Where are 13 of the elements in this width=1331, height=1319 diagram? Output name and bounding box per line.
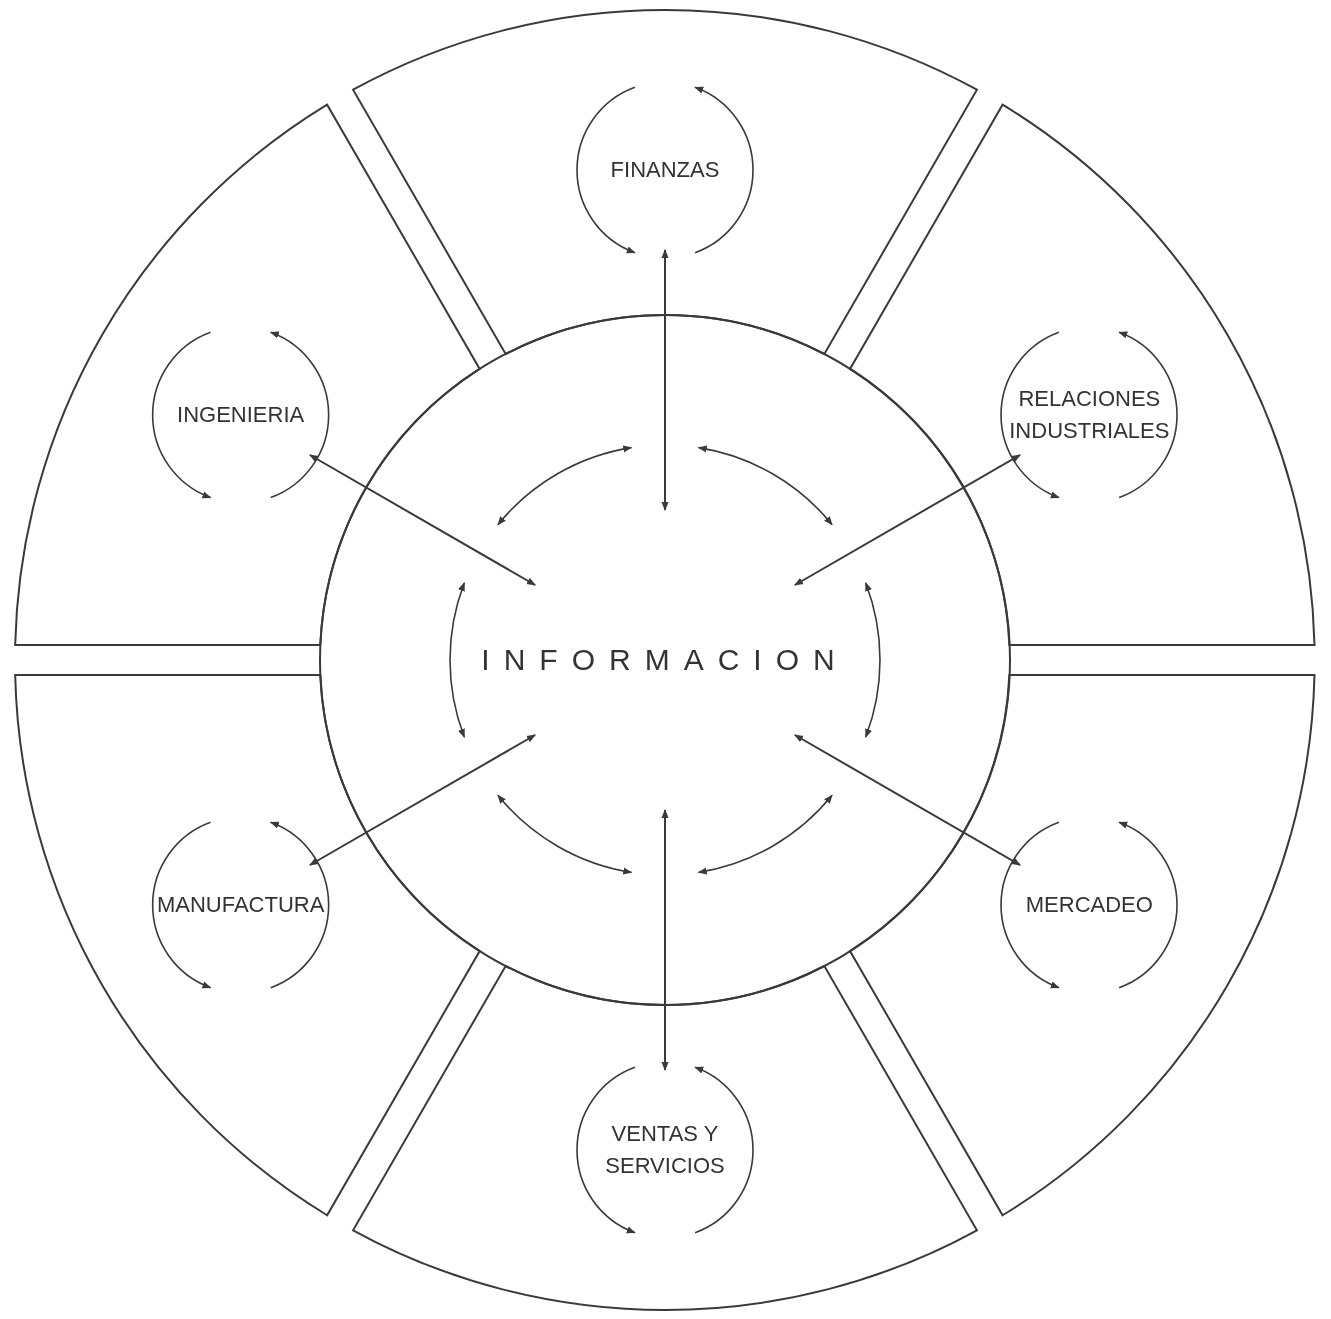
double-arrow xyxy=(308,454,537,586)
segment-label: INGENIERIA xyxy=(176,401,306,429)
segment-label: FINANZAS xyxy=(609,156,721,184)
segment-label: MANUFACTURA xyxy=(155,891,326,919)
center-label: INFORMACION xyxy=(481,643,849,677)
double-arrow xyxy=(793,454,1022,586)
double-arrow xyxy=(661,809,669,1071)
double-arrow xyxy=(793,734,1022,866)
double-arrow xyxy=(308,734,537,866)
double-arrow xyxy=(661,249,669,511)
segment-label: RELACIONES INDUSTRIALES xyxy=(1008,385,1171,445)
segment-label: VENTAS Y SERVICIOS xyxy=(604,1120,726,1180)
segment-label: MERCADEO xyxy=(1024,891,1154,919)
